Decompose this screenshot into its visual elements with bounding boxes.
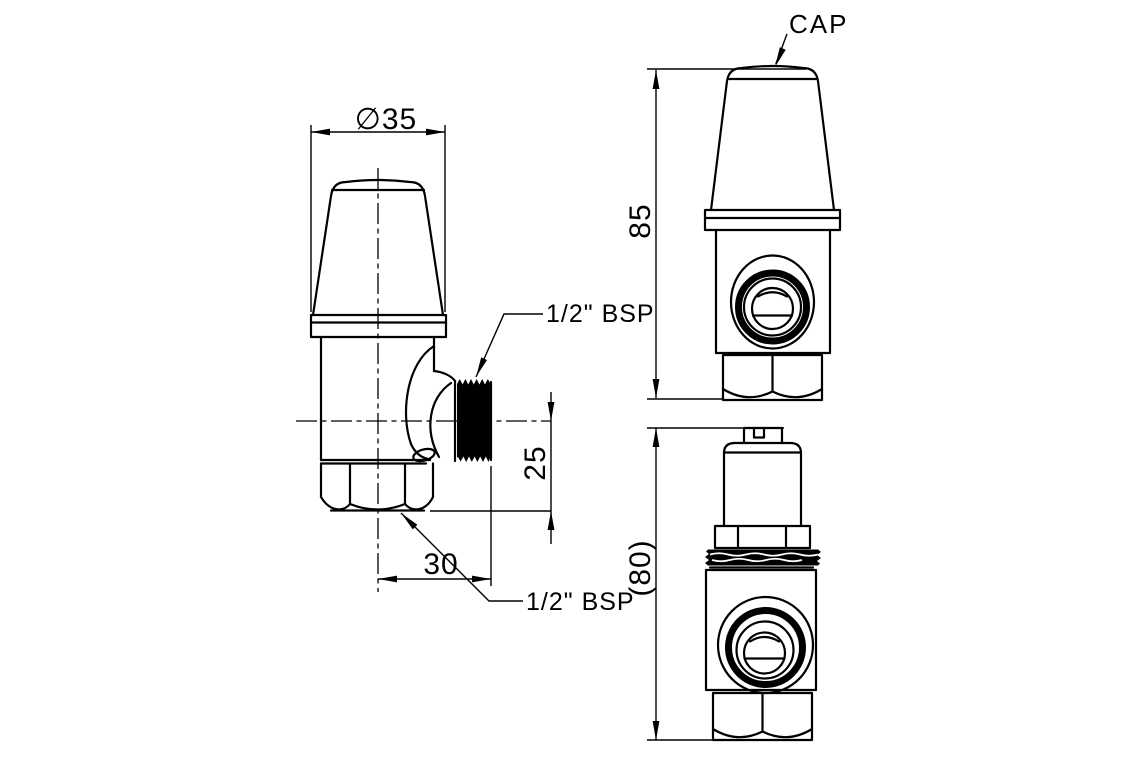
leader-arrowhead: [401, 513, 418, 530]
cap-diameter-dimension: ∅35: [310, 103, 446, 312]
outlet-thread-label: 1/2" BSP: [546, 300, 655, 328]
hex-chamfer-arcs: [721, 387, 824, 399]
valve-body-front: [714, 228, 832, 355]
outlet-drop-text: 25: [519, 445, 552, 480]
valve-cap-front: [709, 64, 836, 212]
arrowhead-bottom: [547, 511, 555, 530]
outlet-threads: [457, 379, 491, 462]
cap-flange-front: [703, 208, 842, 232]
port-inner-ring: [735, 620, 795, 680]
cap-outline: [311, 178, 445, 317]
cap-flange-side: [309, 313, 448, 339]
leader-line: [400, 512, 523, 602]
thread-texture-line: [709, 552, 819, 557]
neck-outer-bell-curve: [404, 344, 436, 461]
body-outline: [714, 228, 832, 355]
side-view: ∅35: [296, 103, 655, 616]
arrowhead-left: [311, 128, 330, 136]
hex-chamfer-arcs: [711, 727, 814, 739]
port-bore-arc: [756, 291, 789, 298]
arrowhead-bottom: [652, 721, 660, 740]
spring-bonnet: [722, 441, 803, 528]
body-outline: [704, 568, 818, 692]
arrowhead-top: [652, 428, 660, 447]
valve-stem: [742, 426, 784, 445]
valve-body-uncapped: [704, 568, 818, 695]
cap-diameter-text: ∅35: [355, 103, 418, 136]
arrowhead-top: [652, 70, 660, 89]
bonnet-thread-band: [705, 549, 821, 569]
outlet-thread-callout: 1/2" BSP: [475, 300, 655, 378]
neck-bottom-fillet-loop: [412, 447, 436, 463]
hex-outline: [721, 353, 824, 402]
cap-label: CAP: [789, 9, 848, 39]
bonnet-hex: [713, 524, 812, 550]
thread-band-fill: [705, 549, 821, 566]
port-bore-arc: [748, 635, 781, 643]
cap-callout: CAP: [775, 9, 848, 67]
inlet-hex-nut-side: [319, 462, 435, 512]
arrowhead-right: [426, 128, 445, 136]
inlet-hex-nut-uncapped: [711, 691, 814, 742]
arrowhead-top: [547, 402, 555, 421]
neck-inner-bell-curve: [429, 381, 453, 459]
leader-arrowhead: [476, 357, 487, 377]
neck-top-fillet: [432, 369, 457, 383]
port-bore-circle: [750, 286, 795, 331]
bonnet-outline: [722, 441, 803, 528]
front-view-capped: 85 CAP: [624, 9, 848, 402]
arrowhead-left: [378, 575, 397, 583]
overall-height-text: 85: [624, 203, 657, 238]
hex-outline: [711, 691, 814, 742]
port-boss-ellipse: [729, 254, 816, 350]
stem-slot: [752, 426, 766, 439]
arrowhead-bottom: [652, 379, 660, 398]
leader-arrowhead: [775, 47, 786, 67]
outlet-reach-dimension: 30: [378, 466, 492, 586]
arrowhead-right: [472, 575, 491, 583]
port-bore-circle: [742, 631, 787, 675]
outlet-drop-dimension: 25: [430, 392, 555, 544]
flange-outline: [309, 313, 448, 339]
cap-outline: [709, 64, 836, 212]
outlet-neck: [404, 344, 493, 463]
overall-height-dimension: 85: [624, 68, 806, 400]
valve-body-side: [319, 335, 436, 465]
inlet-thread-callout: 1/2" BSP: [400, 512, 635, 616]
uncapped-height-text: (80): [624, 539, 657, 596]
thread-texture-line: [711, 557, 803, 563]
inlet-hex-nut-front: [721, 353, 824, 402]
flange-outline: [703, 208, 842, 232]
front-view-cap-removed: (80): [624, 426, 821, 742]
valve-cap-side: [311, 178, 445, 317]
port-inner-ring: [742, 277, 803, 337]
port-thread-ring: [725, 607, 806, 688]
leader-line: [475, 313, 543, 378]
inlet-thread-label: 1/2" BSP: [526, 588, 635, 616]
hex-chamfer-arcs: [319, 495, 435, 511]
bonnet-hex-outline: [713, 524, 812, 550]
port-thread-ring: [735, 269, 810, 345]
